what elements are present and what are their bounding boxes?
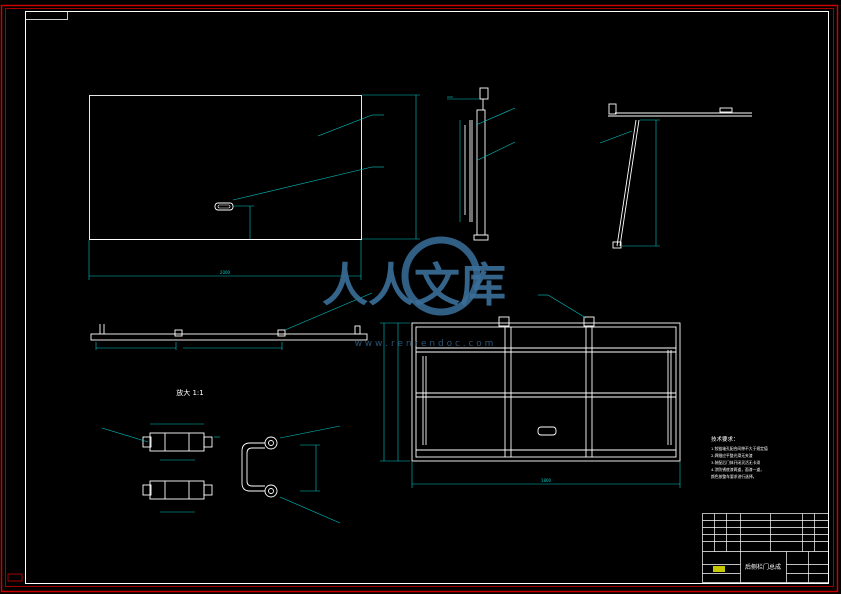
notes-title: 技术要求：: [711, 435, 739, 443]
detail-title: 放大 1:1: [176, 388, 204, 397]
title-block: [702, 513, 829, 583]
dim-overall-width: 2000: [220, 270, 231, 275]
binding-mark: [7, 573, 23, 582]
handle-slot: [214, 202, 234, 211]
strut-view: [599, 103, 752, 249]
drawing-code-box: [25, 11, 68, 20]
watermark: 人人文库 w w w . r e n r e n d o c . c o m: [322, 236, 506, 349]
side-view: [447, 87, 516, 241]
bracket-detail: [241, 425, 341, 524]
note-5: 颜色按整车要求进行选择。: [711, 474, 757, 479]
watermark-text: 人人文库: [322, 258, 506, 312]
watermark-circle: [401, 236, 481, 316]
watermark-url: w w w . r e n r e n d o c . c o m: [355, 339, 494, 349]
note-1: 1.铰链轴孔配合间隙不大于规定值: [711, 446, 768, 451]
note-3: 3.装配后门体开闭灵活无卡滞: [711, 460, 760, 465]
red-inner-border: [5, 8, 834, 587]
top-strip-view: [90, 292, 373, 350]
front-view: 2000: [88, 94, 420, 280]
drawing-frame: [25, 11, 829, 584]
assembly-view: [380, 294, 681, 488]
note-2: 2.焊缝应平整光滑无夹渣: [711, 453, 753, 458]
note-4: 4.涂防锈底漆两道，面漆一道，: [711, 467, 764, 472]
title-block-stamp: [713, 566, 725, 572]
outer-sheet-border: [0, 4, 839, 593]
dim-frame-width: 1800: [541, 478, 552, 483]
title-block-name: 后侧栏门总成: [745, 563, 781, 571]
hinge-detail: [101, 423, 220, 513]
